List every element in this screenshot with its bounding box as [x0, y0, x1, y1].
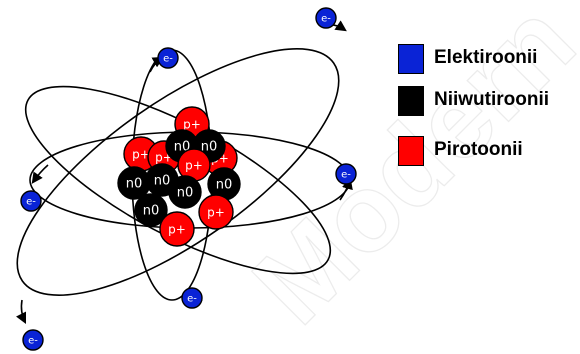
electron-circle — [315, 7, 337, 29]
proton-label: p+ — [207, 205, 225, 219]
neutron-label: n0 — [126, 177, 143, 192]
legend-label-electron: Elektiroonii — [434, 47, 538, 68]
electron-label: e- — [187, 294, 197, 305]
electron-circle — [157, 47, 179, 69]
neutron-label: n0 — [201, 140, 218, 155]
electrons: e-e-e-e-e-e- — [20, 7, 357, 351]
electron-circle — [335, 163, 357, 185]
electron-circle — [22, 329, 44, 351]
electron-particle: e- — [20, 190, 42, 212]
electron-label: e- — [28, 336, 38, 347]
electron-label: e- — [26, 197, 36, 208]
proton-particle: p+ — [198, 194, 234, 230]
proton-label: p+ — [132, 147, 150, 161]
neutron-circle — [168, 175, 202, 209]
electron-particle: e- — [157, 47, 179, 69]
electron-particle: e- — [181, 287, 203, 309]
proton-label: p+ — [185, 158, 203, 172]
electron-label: e- — [163, 54, 173, 65]
neutron-label: n0 — [154, 174, 171, 189]
neutron-particle: n0 — [134, 193, 168, 227]
proton-circle — [159, 211, 195, 247]
electron-particle: e- — [315, 7, 337, 29]
electron-circle — [181, 287, 203, 309]
neutron-label: n0 — [143, 204, 160, 219]
legend-label-proton: Pirotoonii — [434, 139, 523, 160]
neutron-particle: n0 — [168, 175, 202, 209]
neutron-label: n0 — [177, 186, 194, 201]
proton-circle — [198, 194, 234, 230]
neutron-particle: n0 — [207, 167, 241, 201]
proton-label: p+ — [168, 222, 186, 236]
neutron-label: n0 — [216, 178, 233, 193]
legend-label-neutron: Niiwutiroonii — [434, 89, 550, 110]
neutron-circle — [117, 166, 151, 200]
electron-circle — [20, 190, 42, 212]
electron-particle: e- — [22, 329, 44, 351]
electron-label: e- — [341, 170, 351, 181]
neutron-circle — [134, 193, 168, 227]
neutron-particle: n0 — [117, 166, 151, 200]
electron-particle: e- — [335, 163, 357, 185]
legend-swatch-proton — [398, 136, 424, 166]
proton-particle: p+ — [159, 211, 195, 247]
legend-swatch-neutron — [398, 86, 424, 116]
electron-label: e- — [321, 14, 331, 25]
proton-label: p+ — [183, 117, 201, 131]
legend-swatch-electron — [398, 44, 424, 74]
